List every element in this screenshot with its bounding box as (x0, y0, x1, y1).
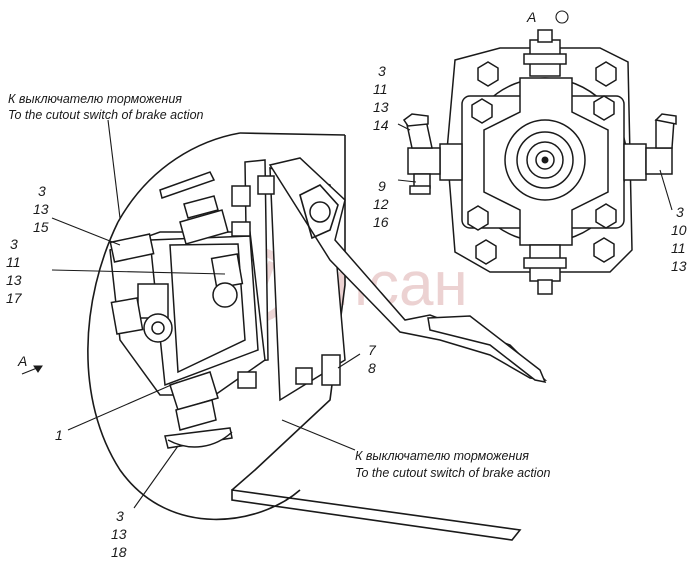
callout-number: 10 (671, 222, 687, 238)
caption-bottom-en: To the cutout switch of brake action (355, 466, 551, 480)
bottom-fitting (164, 371, 233, 449)
callout-number: 3 (378, 63, 386, 79)
callout-number: 15 (33, 219, 49, 235)
callout-left-b: 3 11 13 17 (6, 236, 23, 306)
callout-number: 13 (373, 99, 389, 115)
callout-number: 8 (368, 360, 376, 376)
callout-number: 13 (111, 526, 127, 542)
callout-number: 17 (6, 290, 23, 306)
direction-a-label: A (17, 353, 27, 369)
leader-lines (21, 119, 361, 509)
view-a-valve (397, 29, 677, 295)
callout-number: 13 (6, 272, 22, 288)
callout-view-right: 3 10 11 13 (671, 204, 687, 274)
brake-pedal (268, 157, 548, 384)
view-a-circle (555, 10, 569, 24)
callout-number: 7 (368, 342, 377, 358)
top-fitting (159, 171, 229, 245)
callout-number: 13 (33, 201, 49, 217)
caption-bottom-ru: К выключателю торможения (355, 449, 529, 463)
callout-number: 11 (671, 240, 686, 256)
callout-number: 3 (676, 204, 684, 220)
view-a-label: A (526, 9, 536, 25)
callout-number: 3 (116, 508, 124, 524)
callout-part-1: 1 (55, 427, 63, 443)
callout-view-left-mid: 9 12 16 (373, 178, 389, 230)
callout-number: 16 (373, 214, 389, 230)
callout-number: 3 (38, 183, 46, 199)
cab-panel (87, 132, 522, 541)
callout-number: 14 (373, 117, 389, 133)
callout-number: 3 (10, 236, 18, 252)
callout-number: 11 (6, 254, 21, 270)
callout-right-78: 7 8 (368, 342, 377, 376)
callout-view-left-top: 3 11 13 14 (373, 63, 389, 133)
callout-number: 11 (373, 81, 388, 97)
callout-bottom: 3 13 18 (111, 508, 127, 560)
callout-number: 12 (373, 196, 389, 212)
caption-top-en: To the cutout switch of brake action (8, 108, 204, 122)
callout-left-a: 3 13 15 (33, 183, 49, 235)
callout-number: 13 (671, 258, 687, 274)
caption-top-ru: К выключателю торможения (8, 92, 182, 106)
callout-number: 18 (111, 544, 127, 560)
callout-number: 9 (378, 178, 386, 194)
